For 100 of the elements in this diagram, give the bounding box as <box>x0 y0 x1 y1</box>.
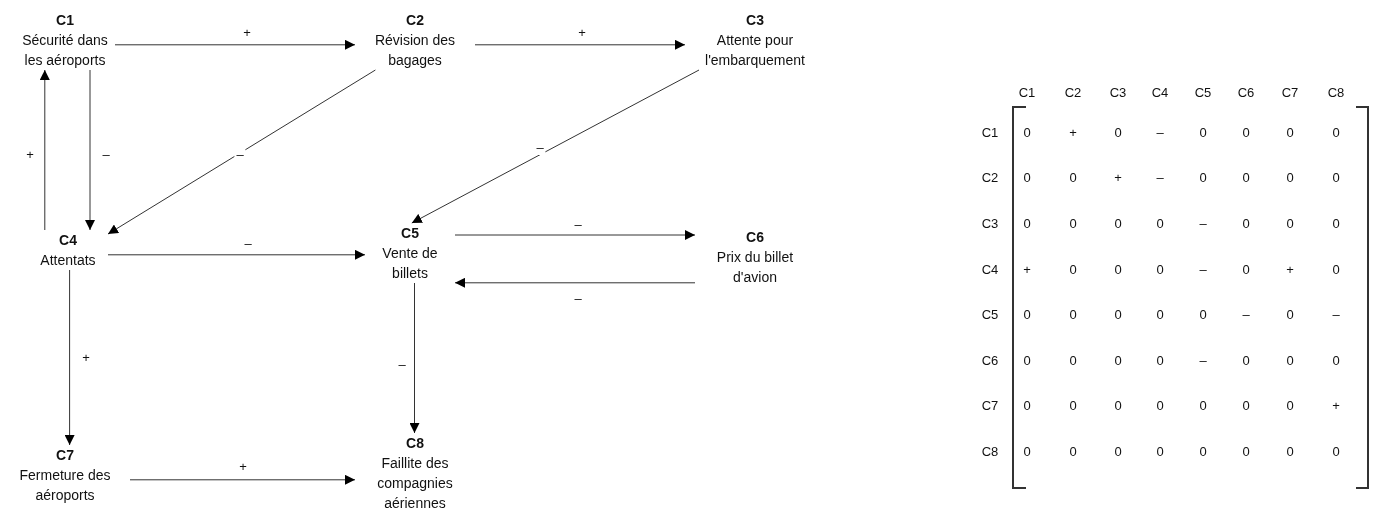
node-label: Fermeture des aéroports <box>18 466 112 505</box>
column-header: C3 <box>1109 85 1127 101</box>
matrix-entry: 0 <box>1242 444 1250 460</box>
matrix-entry: 0 <box>1199 307 1207 323</box>
node-label: Révision des bagages <box>373 31 457 70</box>
matrix-entry: + <box>1023 262 1031 278</box>
matrix-entry: + <box>1332 398 1340 414</box>
arrow <box>85 69 95 231</box>
column-header: C5 <box>1194 85 1212 101</box>
node-label: Sécurité dans les aéroports <box>21 31 109 70</box>
matrix-entry: 0 <box>1332 444 1340 460</box>
matrix-entry: 0 <box>1286 125 1294 141</box>
matrix-entry: 0 <box>1069 216 1077 232</box>
column-header: C2 <box>1064 85 1082 101</box>
matrix-entry: 0 <box>1242 125 1250 141</box>
node-code: C1 <box>55 11 75 30</box>
matrix-entry: – <box>1199 262 1207 278</box>
matrix-entry: 0 <box>1114 307 1122 323</box>
matrix-entry: 0 <box>1332 353 1340 369</box>
node-label: Vente de billets <box>381 244 439 283</box>
matrix-entry: 0 <box>1286 444 1294 460</box>
arrow <box>411 69 700 224</box>
matrix-entry: 0 <box>1114 444 1122 460</box>
arrow <box>454 230 696 240</box>
matrix-entry: 0 <box>1286 353 1294 369</box>
matrix-entry: 0 <box>1023 170 1031 186</box>
arrow <box>409 282 420 434</box>
matrix-entry: 0 <box>1332 262 1340 278</box>
matrix-entry: 0 <box>1069 398 1077 414</box>
matrix-entry: 0 <box>1114 125 1122 141</box>
arrow <box>454 277 696 288</box>
matrix-entry: – <box>1199 216 1207 232</box>
matrix-entry: + <box>1286 262 1294 278</box>
column-header: C1 <box>1018 85 1036 101</box>
row-header: C4 <box>981 262 999 278</box>
matrix-entry: 0 <box>1156 307 1164 323</box>
column-header: C7 <box>1281 85 1299 101</box>
matrix-entry: 0 <box>1069 307 1077 323</box>
matrix-entry: – <box>1156 170 1164 186</box>
matrix-entry: 0 <box>1069 353 1077 369</box>
matrix-entry: 0 <box>1069 170 1077 186</box>
column-header: C4 <box>1151 85 1169 101</box>
matrix-entry: 0 <box>1069 444 1077 460</box>
matrix-entry: 0 <box>1156 216 1164 232</box>
matrix-entry: 0 <box>1069 262 1077 278</box>
matrix-entry: 0 <box>1286 216 1294 232</box>
matrix-entry: 0 <box>1156 398 1164 414</box>
row-header: C3 <box>981 216 999 232</box>
row-header: C1 <box>981 125 999 141</box>
matrix-entry: 0 <box>1114 353 1122 369</box>
node-code: C2 <box>405 11 425 30</box>
matrix-entry: 0 <box>1023 125 1031 141</box>
row-header: C2 <box>981 170 999 186</box>
matrix-entry: 0 <box>1023 444 1031 460</box>
matrix-entry: 0 <box>1242 170 1250 186</box>
matrix-entry: 0 <box>1156 262 1164 278</box>
matrix-entry: 0 <box>1023 398 1031 414</box>
matrix-entry: 0 <box>1114 262 1122 278</box>
row-header: C7 <box>981 398 999 414</box>
arrow <box>107 249 366 260</box>
node-code: C4 <box>58 231 78 250</box>
column-header: C6 <box>1237 85 1255 101</box>
matrix-entry: + <box>1069 125 1077 141</box>
node-code: C5 <box>400 224 420 243</box>
matrix-entry: – <box>1199 353 1207 369</box>
node-code: C6 <box>745 228 765 247</box>
node-code: C7 <box>55 446 75 465</box>
matrix-entry: – <box>1242 307 1250 323</box>
node-label: Attente pour l'embarquement <box>704 31 806 70</box>
row-header: C8 <box>981 444 999 460</box>
row-header: C5 <box>981 307 999 323</box>
matrix-entry: 0 <box>1332 216 1340 232</box>
matrix-entry: 0 <box>1332 170 1340 186</box>
node-code: C3 <box>745 11 765 30</box>
matrix-entry: 0 <box>1286 398 1294 414</box>
node-label: Attentats <box>39 251 97 270</box>
matrix-entry: 0 <box>1332 125 1340 141</box>
arrow <box>474 39 686 50</box>
matrix-entry: 0 <box>1023 353 1031 369</box>
matrix-entry: + <box>1114 170 1122 186</box>
node-label: Faillite des compagnies aériennes <box>376 454 454 513</box>
matrix-entry: 0 <box>1242 353 1250 369</box>
node-label: Prix du billet d'avion <box>715 248 795 287</box>
matrix-entry: 0 <box>1114 216 1122 232</box>
matrix-entry: 0 <box>1023 307 1031 323</box>
matrix-entry: 0 <box>1023 216 1031 232</box>
row-header: C6 <box>981 353 999 369</box>
matrix-entry: 0 <box>1199 398 1207 414</box>
matrix-entry: 0 <box>1199 170 1207 186</box>
matrix-entry: 0 <box>1156 444 1164 460</box>
arrow <box>114 39 356 50</box>
matrix-entry: 0 <box>1156 353 1164 369</box>
matrix-entry: 0 <box>1286 170 1294 186</box>
arrow <box>64 269 75 446</box>
arrow <box>107 69 376 235</box>
matrix-entry: – <box>1332 307 1340 323</box>
matrix-entry: 0 <box>1199 444 1207 460</box>
matrix-entry: 0 <box>1199 125 1207 141</box>
matrix-entry: 0 <box>1242 398 1250 414</box>
column-header: C8 <box>1327 85 1345 101</box>
